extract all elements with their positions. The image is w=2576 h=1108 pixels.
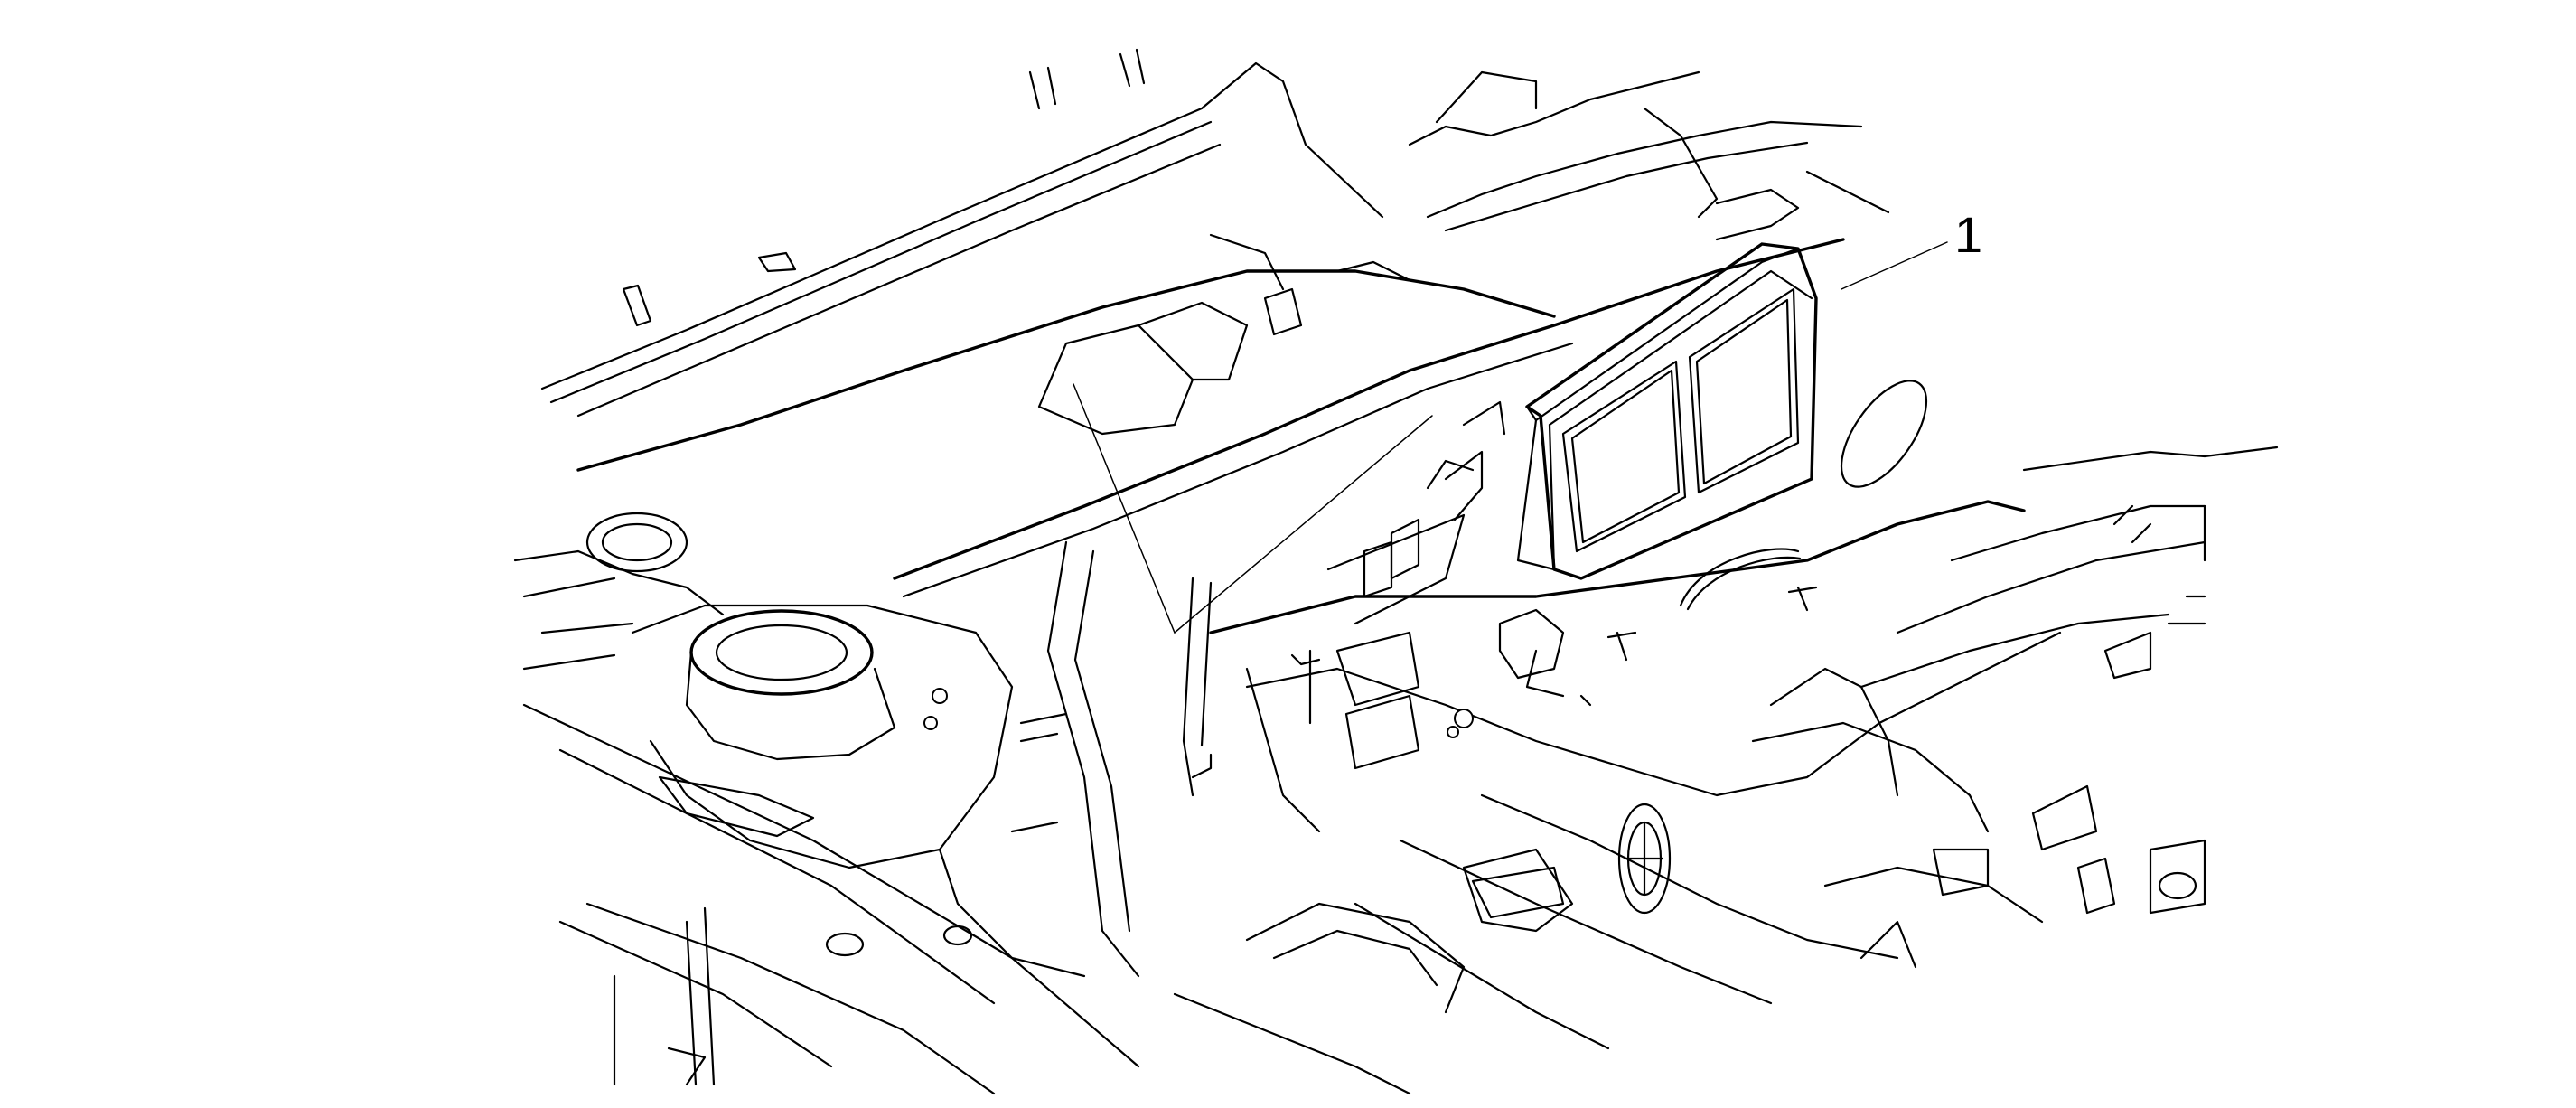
body-side-panel [1173, 380, 2062, 1095]
strut-tower [513, 512, 1086, 978]
right-rail [1751, 446, 2279, 969]
lower-floor [522, 703, 1140, 1095]
center-crossmember [576, 233, 1845, 598]
center-bracket [1046, 540, 1321, 978]
callout-leader [1073, 241, 1948, 634]
callout-number-1: 1 [1954, 206, 1983, 263]
rear-upper-panel [540, 48, 1384, 418]
control-module [1326, 242, 1818, 625]
upper-rail [1408, 70, 1890, 241]
